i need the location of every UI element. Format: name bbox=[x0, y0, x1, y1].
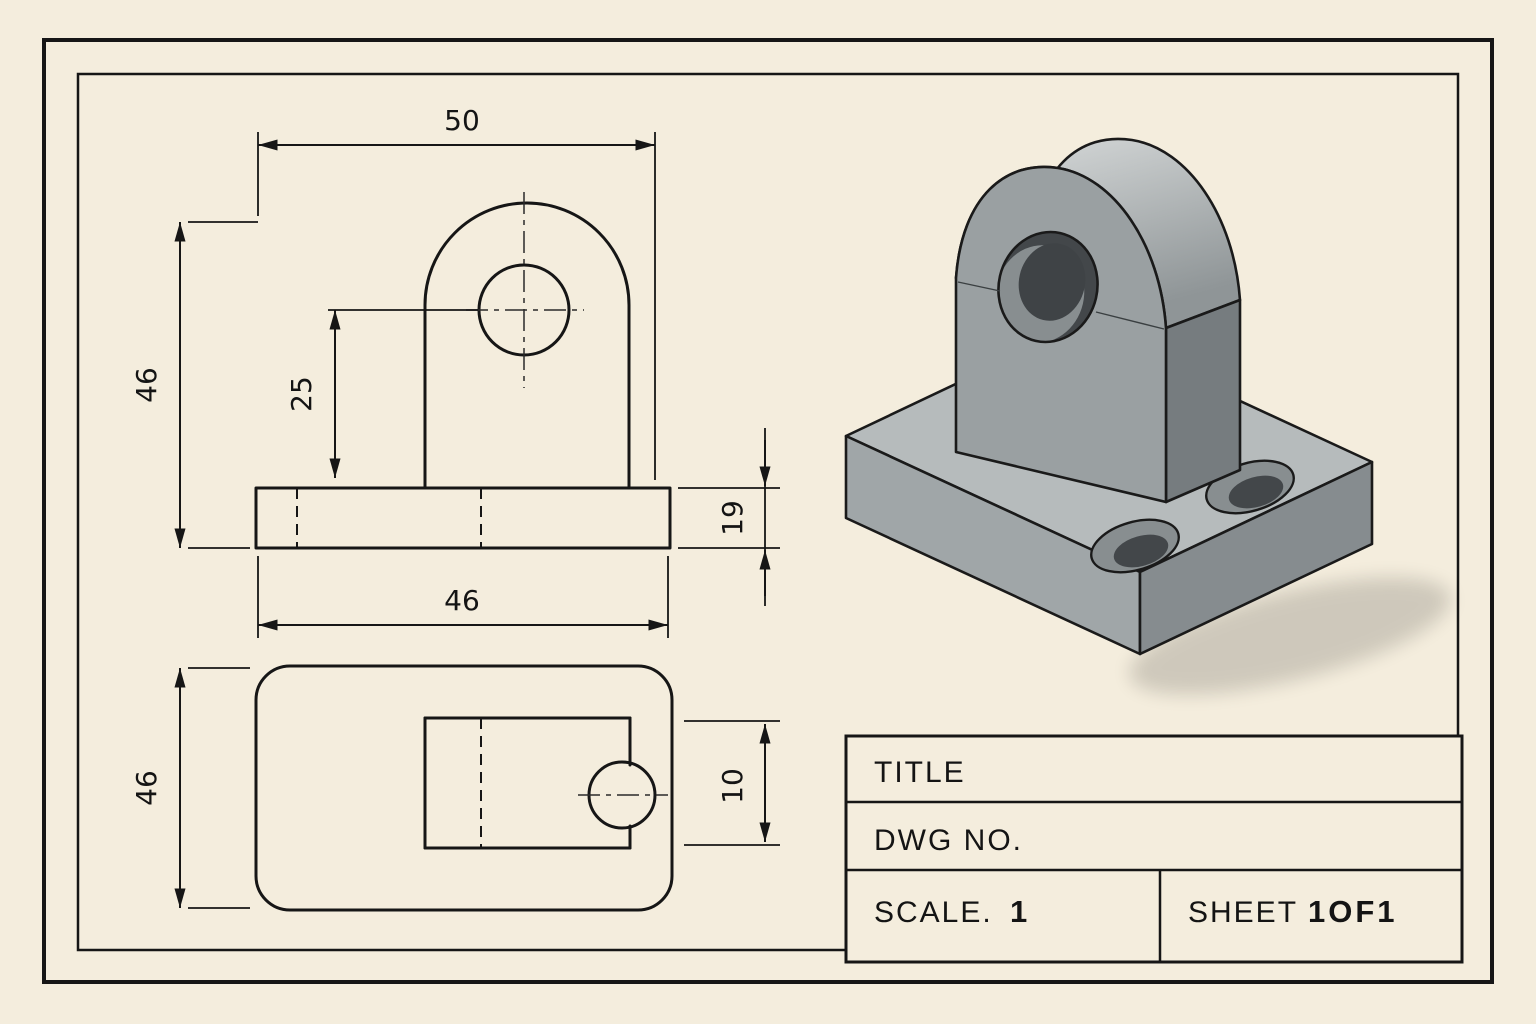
border-frame bbox=[42, 38, 1494, 984]
sheet-label: SHEET bbox=[1188, 896, 1298, 929]
iso-upright-front-face bbox=[954, 165, 1168, 504]
iso-base-right-face bbox=[1138, 460, 1374, 656]
part-shadow bbox=[1129, 577, 1451, 695]
dim-label-overall-width: 50 bbox=[444, 104, 480, 137]
scale-label: SCALE. bbox=[874, 896, 993, 929]
sheet-value: 1OF1 bbox=[1308, 894, 1398, 929]
dim-base-thickness: 19 bbox=[678, 428, 780, 606]
iso-upright-right-face bbox=[1164, 298, 1242, 504]
dim-overall-width: 50 bbox=[257, 104, 656, 480]
title-label: TITLE bbox=[874, 756, 966, 789]
front-upright bbox=[423, 201, 631, 490]
dim-label-overall-height: 46 bbox=[130, 367, 163, 403]
title-block: TITLE DWG NO. SCALE. 1 SHEET 1OF1 bbox=[844, 734, 1464, 964]
dim-label-hole-offset: 10 bbox=[716, 768, 749, 804]
title-block-frame bbox=[844, 734, 1464, 964]
dim-overall-height: 46 bbox=[130, 221, 258, 549]
front-view bbox=[254, 192, 672, 550]
dim-label-hole-center: 25 bbox=[285, 376, 318, 412]
dim-label-base-width: 46 bbox=[444, 584, 480, 617]
dim-base-width: 46 bbox=[257, 556, 669, 638]
iso-base-hole-front bbox=[1090, 518, 1180, 574]
inner-border bbox=[76, 72, 1460, 952]
front-base-plate bbox=[254, 486, 672, 550]
dim-label-base-thickness: 19 bbox=[716, 500, 749, 536]
dim-hole-center-height: 25 bbox=[285, 309, 478, 478]
top-base-outline bbox=[254, 664, 674, 912]
outer-border bbox=[42, 38, 1494, 984]
scale-value: 1 bbox=[1010, 894, 1030, 929]
isometric-view bbox=[844, 137, 1451, 695]
dwg-no-label: DWG NO. bbox=[874, 824, 1023, 857]
dim-label-depth: 46 bbox=[130, 770, 163, 806]
dim-depth: 46 bbox=[130, 667, 250, 909]
iso-spring-line bbox=[1095, 311, 1165, 330]
dim-hole-offset: 10 bbox=[684, 720, 780, 846]
iso-spring-line bbox=[957, 281, 1001, 292]
top-view bbox=[254, 664, 674, 912]
